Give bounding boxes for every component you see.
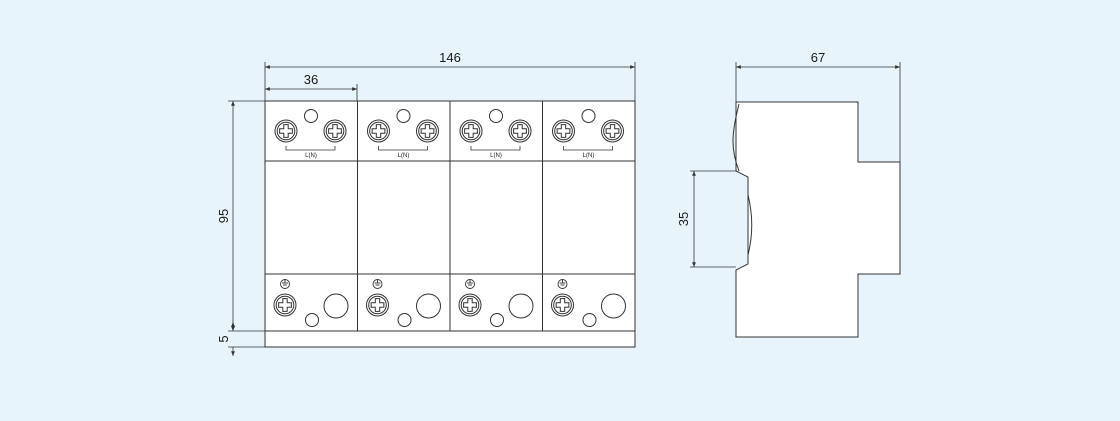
ground-symbol-icon (372, 279, 383, 289)
total-width-label: 146 (439, 50, 461, 65)
indicator-hole (489, 109, 503, 123)
module-3: L(N) (449, 101, 534, 331)
terminal-screw-icon (601, 119, 624, 143)
terminal-label: L(N) (583, 153, 595, 159)
ground-symbol-icon (465, 279, 475, 289)
terminal-screw-icon (416, 119, 439, 143)
bottom-large-hole (601, 293, 626, 319)
bottom-small-hole (582, 313, 597, 327)
terminal-screw-icon (552, 119, 575, 143)
bottom-small-hole (490, 313, 504, 327)
terminal-bracket (563, 146, 613, 151)
terminal-bracket (285, 146, 336, 151)
module-1: L(N) (273, 109, 349, 327)
terminal-label: L(N) (305, 153, 317, 159)
terminal-label: L(N) (398, 153, 410, 159)
modules: L(N) L(N) L(N) L(N) (273, 101, 626, 331)
ground-symbol-icon (280, 279, 290, 289)
rail-height-label: 35 (676, 212, 691, 226)
terminal-screw-icon (323, 119, 347, 143)
front-base-strip (264, 330, 636, 348)
ground-screw-icon (366, 293, 389, 317)
bottom-small-hole (397, 313, 412, 327)
base-offset-label: 5 (216, 335, 231, 342)
indicator-hole (581, 109, 596, 123)
side-view (732, 101, 901, 338)
side-rail-clip (747, 194, 753, 256)
side-dimensions (690, 62, 901, 268)
module-width-label: 36 (304, 72, 318, 87)
terminal-screw-icon (367, 119, 390, 143)
bottom-small-hole (305, 313, 319, 327)
terminal-screw-icon (459, 119, 483, 143)
terminal-screw-icon (274, 119, 298, 143)
module-2: L(N) (357, 101, 441, 331)
module-4: L(N) (542, 101, 626, 331)
bottom-large-hole (416, 293, 441, 319)
terminal-label: L(N) (490, 153, 502, 159)
terminal-screw-icon (508, 119, 532, 143)
ground-screw-icon (551, 293, 574, 317)
terminal-bracket (378, 146, 428, 151)
height-label: 95 (216, 209, 231, 223)
front-dimensions (228, 62, 636, 356)
depth-label: 67 (811, 50, 825, 65)
ground-symbol-icon (557, 279, 568, 289)
ground-screw-icon (273, 293, 297, 317)
bottom-large-hole (323, 293, 349, 319)
terminal-bracket (470, 146, 521, 151)
side-front-curve (732, 103, 740, 172)
indicator-hole (396, 109, 411, 123)
bottom-large-hole (508, 293, 534, 319)
ground-screw-icon (458, 293, 482, 317)
indicator-hole (304, 109, 318, 123)
side-profile (735, 101, 901, 338)
